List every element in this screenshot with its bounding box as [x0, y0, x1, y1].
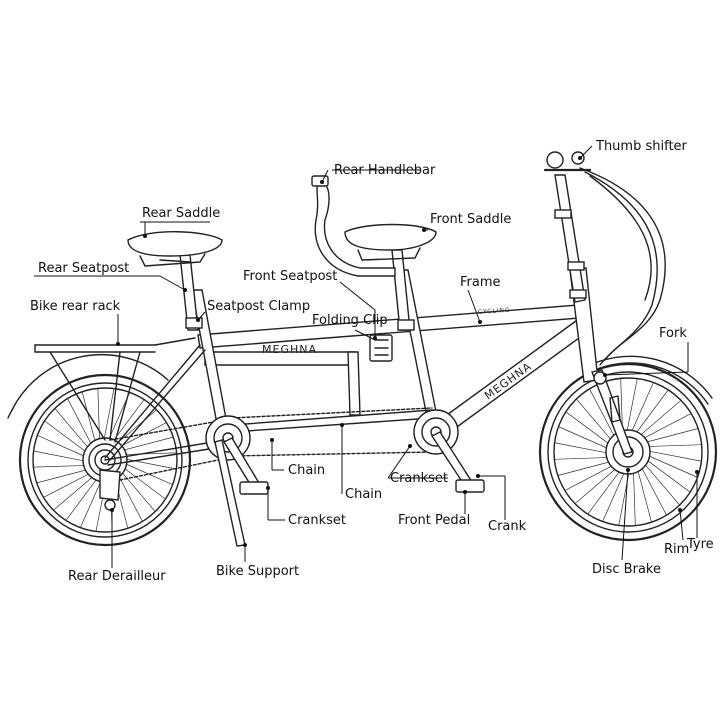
- label-front-seatpost: Front Seatpost: [243, 269, 337, 284]
- rear-saddle: [127, 231, 223, 267]
- label-bike-rear-rack: Bike rear rack: [30, 299, 121, 314]
- label-rear-handlebar: Rear Handlebar: [334, 163, 436, 178]
- label-crank: Crank: [488, 519, 527, 534]
- bike-rear-rack: [34, 337, 196, 443]
- front-fender: [589, 355, 713, 399]
- label-crankset-1: Crankset: [288, 513, 346, 528]
- rear-handlebar: [311, 175, 396, 277]
- label-crankset-2: Crankset: [390, 471, 448, 486]
- brand-name-top: MEGHNA: [262, 343, 317, 356]
- label-front-saddle: Front Saddle: [430, 212, 511, 227]
- leader-dots: [110, 156, 699, 547]
- label-bike-support: Bike Support: [216, 564, 299, 579]
- bike-support-leg: [214, 439, 246, 547]
- brand-model: CYCLING: [478, 307, 511, 316]
- label-seatpost-clamp: Seatpost Clamp: [207, 299, 310, 314]
- front-handlebar: [543, 151, 666, 366]
- label-disc-brake: Disc Brake: [592, 562, 661, 577]
- fork: [591, 369, 633, 455]
- front-saddle: [344, 223, 437, 261]
- front-crankset: [413, 409, 485, 493]
- label-chain-1: Chain: [288, 463, 325, 478]
- label-tyre: Tyre: [686, 537, 714, 552]
- part-labels: Thumb shifter Rear Handlebar Rear Saddle…: [30, 139, 714, 584]
- chain: [109, 407, 433, 483]
- label-rim: Rim: [664, 542, 689, 557]
- leader-lines: [34, 145, 698, 568]
- label-frame: Frame: [460, 275, 501, 290]
- label-front-pedal: Front Pedal: [398, 513, 470, 528]
- label-folding-clip: Folding Clip: [312, 313, 388, 328]
- rear-crankset: [205, 415, 269, 547]
- label-rear-saddle: Rear Saddle: [142, 206, 220, 221]
- label-thumb-shifter: Thumb shifter: [595, 139, 688, 154]
- brand-name-down: MEGHNA: [482, 360, 534, 403]
- rear-derailleur: [99, 469, 121, 511]
- label-rear-derailleur: Rear Derailleur: [68, 569, 166, 584]
- folding-clip: [369, 334, 393, 362]
- label-rear-seatpost: Rear Seatpost: [38, 261, 129, 276]
- front-pedal: [455, 479, 485, 493]
- rear-fender: [11, 353, 169, 411]
- label-chain-2: Chain: [345, 487, 382, 502]
- label-fork: Fork: [659, 326, 687, 341]
